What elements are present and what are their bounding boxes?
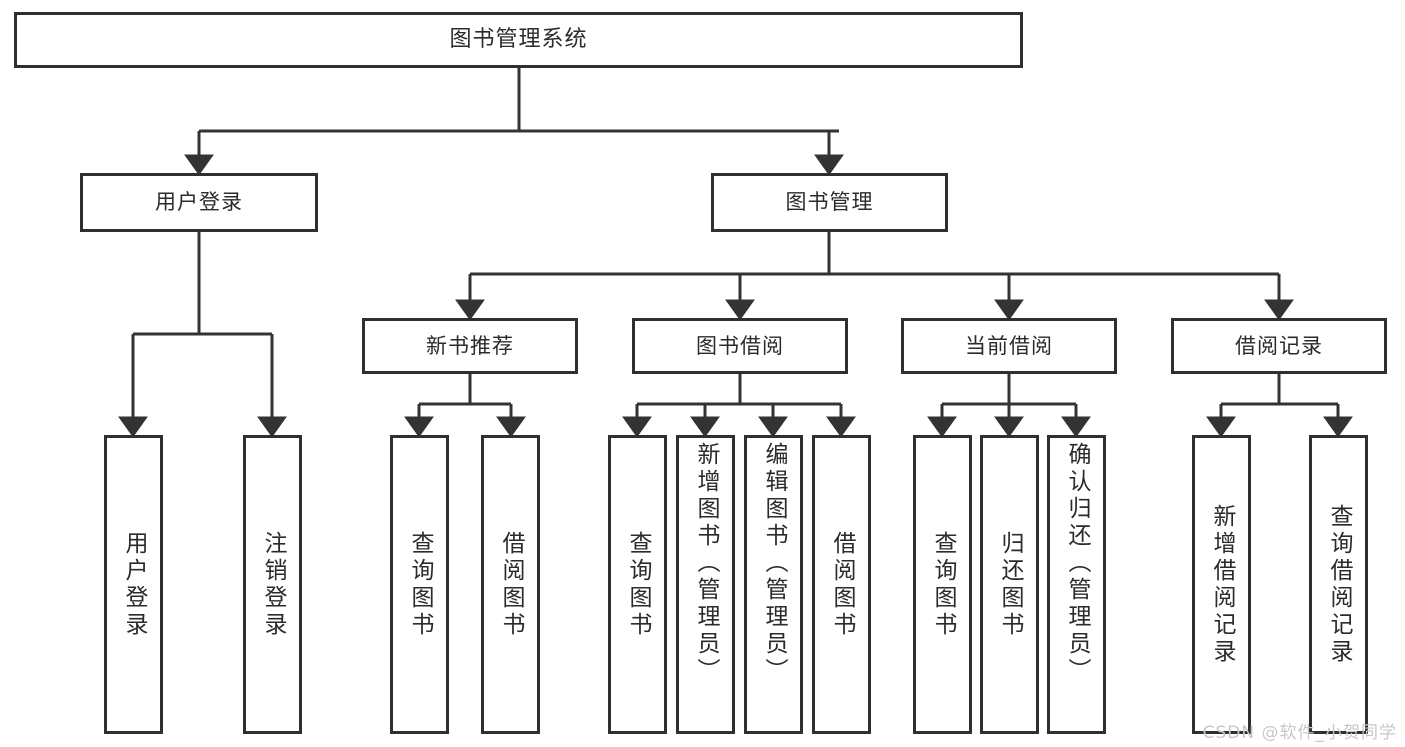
node-current-borrow[interactable]: 当前借阅 [901,318,1117,374]
node-label: 新书推荐 [426,333,514,358]
node-label: 查询图书 [930,530,956,639]
leaf-query-book-borrow[interactable]: 查询图书 [608,435,667,734]
node-label: 查询借阅记录 [1326,503,1352,666]
leaf-query-book-recommend[interactable]: 查询图书 [390,435,449,734]
leaf-query-borrow-record[interactable]: 查询借阅记录 [1309,435,1368,734]
leaf-edit-book-admin[interactable]: 编辑图书（管理员） [744,435,803,734]
node-label: 查询图书 [407,530,433,639]
node-book-management[interactable]: 图书管理 [711,173,948,232]
node-label: 用户登录 [155,190,243,215]
node-label: 新增图书（管理员） [693,442,719,685]
leaf-add-borrow-record[interactable]: 新增借阅记录 [1192,435,1251,734]
node-label: 借阅记录 [1235,333,1323,358]
node-label: 查询图书 [625,530,651,639]
leaf-borrow-book-recommend[interactable]: 借阅图书 [481,435,540,734]
node-book-borrow[interactable]: 图书借阅 [632,318,848,374]
node-label: 图书管理 [785,190,874,215]
node-borrow-record[interactable]: 借阅记录 [1171,318,1387,374]
leaf-borrow-book[interactable]: 借阅图书 [812,435,871,734]
leaf-return-book[interactable]: 归还图书 [980,435,1039,734]
node-user-login[interactable]: 用户登录 [80,173,318,232]
node-label: 借阅图书 [498,530,524,639]
node-label: 当前借阅 [965,333,1053,358]
node-label: 归还图书 [997,530,1023,639]
node-label: 新增借阅记录 [1209,503,1235,666]
leaf-confirm-return-admin[interactable]: 确认归还（管理员） [1047,435,1106,734]
node-label: 编辑图书（管理员） [761,442,787,685]
node-label: 图书管理系统 [449,27,588,53]
leaf-query-book-current[interactable]: 查询图书 [913,435,972,734]
leaf-logout[interactable]: 注销登录 [243,435,302,734]
node-label: 借阅图书 [829,530,855,639]
node-new-book-recommend[interactable]: 新书推荐 [362,318,578,374]
node-label: 注销登录 [260,530,286,639]
node-label: 图书借阅 [696,333,784,358]
node-root-system[interactable]: 图书管理系统 [14,12,1023,68]
leaf-add-book-admin[interactable]: 新增图书（管理员） [676,435,735,734]
leaf-user-login[interactable]: 用户登录 [104,435,163,734]
node-label: 用户登录 [121,530,147,639]
csdn-watermark: CSDN @软件_小贺同学 [1202,723,1397,743]
node-label: 确认归还（管理员） [1064,442,1090,685]
